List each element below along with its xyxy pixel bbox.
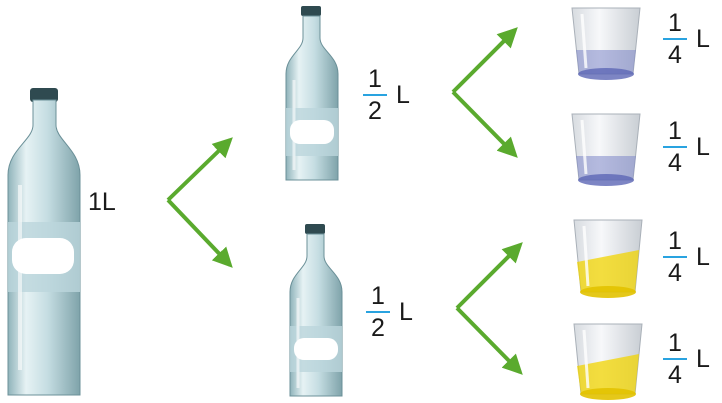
- unit-label: L: [396, 81, 410, 109]
- unit-label: L: [696, 345, 710, 373]
- fraction-denominator: 4: [668, 259, 682, 287]
- fraction-numerator: 1: [668, 329, 682, 357]
- fraction-bar: [366, 311, 390, 313]
- fraction-denominator: 2: [371, 314, 385, 342]
- unit-label: L: [399, 298, 413, 326]
- arrow-1l-to-upper: [166, 137, 233, 202]
- unit-label: L: [696, 133, 710, 161]
- arrow-lower-to-glass-3: [455, 242, 523, 310]
- unit-label: L: [696, 243, 710, 271]
- fraction-denominator: 4: [668, 41, 682, 69]
- glass-3-icon: [573, 219, 643, 298]
- fraction-denominator: 4: [668, 149, 682, 177]
- fraction-bar: [363, 94, 387, 96]
- fraction-numerator: 1: [368, 65, 382, 93]
- label-1l: 1L: [88, 188, 116, 216]
- arrow-upper-to-glass-2: [451, 90, 518, 158]
- fraction-denominator: 2: [368, 97, 382, 125]
- unit-label: L: [696, 25, 710, 53]
- fraction-bar: [663, 38, 687, 40]
- half-bottle-lower-icon: [289, 224, 343, 397]
- fraction-half-upper: 1 2 L: [362, 66, 410, 124]
- arrow-lower-to-glass-4: [455, 306, 523, 375]
- fraction-quarter-1: 1 4 L: [662, 10, 710, 68]
- fraction-bar: [663, 358, 687, 360]
- fraction-numerator: 1: [371, 282, 385, 310]
- fraction-quarter-4: 1 4 L: [662, 330, 710, 388]
- half-bottle-upper-icon: [285, 6, 339, 181]
- fraction-half-lower: 1 2 L: [365, 283, 413, 341]
- glass-4-icon: [573, 323, 643, 400]
- fraction-numerator: 1: [668, 227, 682, 255]
- arrow-1l-to-lower: [166, 198, 233, 268]
- fraction-bar: [663, 146, 687, 148]
- fraction-denominator: 4: [668, 361, 682, 389]
- fraction-bar: [663, 256, 687, 258]
- fraction-numerator: 1: [668, 9, 682, 37]
- fraction-numerator: 1: [668, 117, 682, 145]
- glass-2-icon: [571, 113, 641, 186]
- fraction-quarter-3: 1 4 L: [662, 228, 710, 286]
- arrow-upper-to-glass-1: [451, 27, 518, 94]
- large-bottle-icon: [7, 88, 81, 396]
- glass-1-icon: [571, 7, 641, 80]
- fraction-quarter-2: 1 4 L: [662, 118, 710, 176]
